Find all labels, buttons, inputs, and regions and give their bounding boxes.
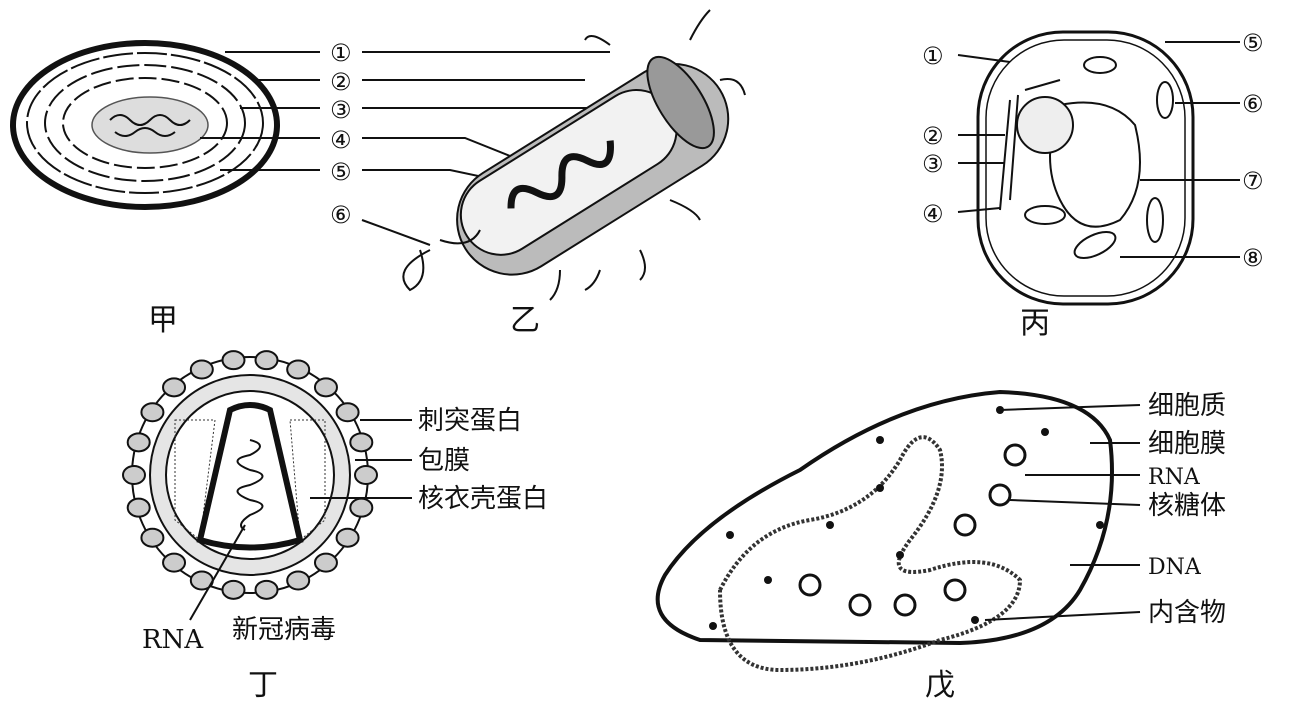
caption-ding: 丁 bbox=[248, 668, 278, 703]
spike-protein-mark bbox=[140, 527, 165, 548]
label-spike-protein: 刺突蛋白 bbox=[418, 406, 522, 436]
spike-protein-mark bbox=[254, 579, 279, 600]
label-cytoplasm: 细胞质 bbox=[1148, 391, 1226, 421]
marker-2: ② bbox=[922, 122, 944, 150]
label-dna: DNA bbox=[1148, 555, 1202, 580]
label-ribosome: 核糖体 bbox=[1148, 491, 1226, 521]
marker-7: ⑦ bbox=[1242, 167, 1264, 195]
marker-1: ① bbox=[922, 42, 944, 70]
caption-bing: 丙 bbox=[1020, 306, 1050, 341]
spike-protein-mark bbox=[313, 377, 338, 398]
label-envelope: 包膜 bbox=[418, 446, 470, 476]
figure-wu: 细胞质 细胞膜 RNA 核糖体 DNA 内含物 戊 bbox=[655, 389, 1226, 703]
spike-protein-mark bbox=[349, 497, 374, 518]
caption-wu: 戊 bbox=[925, 668, 955, 703]
spike-protein-mark bbox=[335, 527, 360, 548]
spike-protein-mark bbox=[162, 377, 187, 398]
caption-jia: 甲 bbox=[148, 303, 178, 338]
spike-protein-mark bbox=[162, 552, 187, 573]
label-rna: RNA bbox=[1148, 465, 1201, 490]
spike-protein-mark bbox=[126, 432, 151, 453]
label-nucleocapsid-protein: 核衣壳蛋白 bbox=[418, 484, 548, 514]
marker-8: ⑧ bbox=[1242, 244, 1264, 272]
markers-jia-yi: ① ② ③ ④ ⑤ ⑥ bbox=[330, 39, 610, 246]
label-inclusion: 内含物 bbox=[1148, 598, 1226, 628]
marker-3: ③ bbox=[330, 96, 352, 124]
spike-protein-mark bbox=[122, 465, 146, 485]
marker-5: ⑤ bbox=[330, 158, 352, 186]
spike-protein-mark bbox=[286, 359, 311, 380]
marker-1: ① bbox=[330, 39, 352, 67]
virus-name: 新冠病毒 bbox=[232, 615, 336, 645]
spike-protein-mark bbox=[349, 432, 374, 453]
spike-protein-mark bbox=[335, 402, 360, 423]
label-rna: RNA bbox=[142, 625, 204, 655]
spike-protein-mark bbox=[126, 497, 151, 518]
marker-6: ⑥ bbox=[330, 201, 352, 229]
marker-4: ④ bbox=[922, 200, 944, 228]
figure-yi: 乙 bbox=[402, 9, 746, 338]
spike-protein-mark bbox=[140, 402, 165, 423]
figure-ding: 刺突蛋白 包膜 核衣壳蛋白 RNA 新冠病毒 丁 bbox=[122, 350, 548, 703]
spike-protein-mark bbox=[286, 570, 311, 591]
spike-protein-mark bbox=[313, 552, 338, 573]
spike-protein-mark bbox=[354, 465, 378, 485]
spike-protein-mark bbox=[221, 350, 246, 371]
marker-5: ⑤ bbox=[1242, 29, 1264, 57]
marker-6: ⑥ bbox=[1242, 90, 1264, 118]
marker-3: ③ bbox=[922, 150, 944, 178]
figure-bing: ① ② ③ ④ ⑤ ⑥ ⑦ ⑧ 丙 bbox=[922, 29, 1264, 341]
spike-protein-mark bbox=[189, 359, 214, 380]
caption-yi: 乙 bbox=[510, 303, 540, 338]
spike-protein-mark bbox=[254, 350, 279, 371]
spike-protein-mark bbox=[221, 579, 246, 600]
marker-4: ④ bbox=[330, 126, 352, 154]
marker-2: ② bbox=[330, 68, 352, 96]
figure-jia: 甲 bbox=[10, 40, 320, 338]
label-cell-membrane: 细胞膜 bbox=[1148, 429, 1226, 459]
